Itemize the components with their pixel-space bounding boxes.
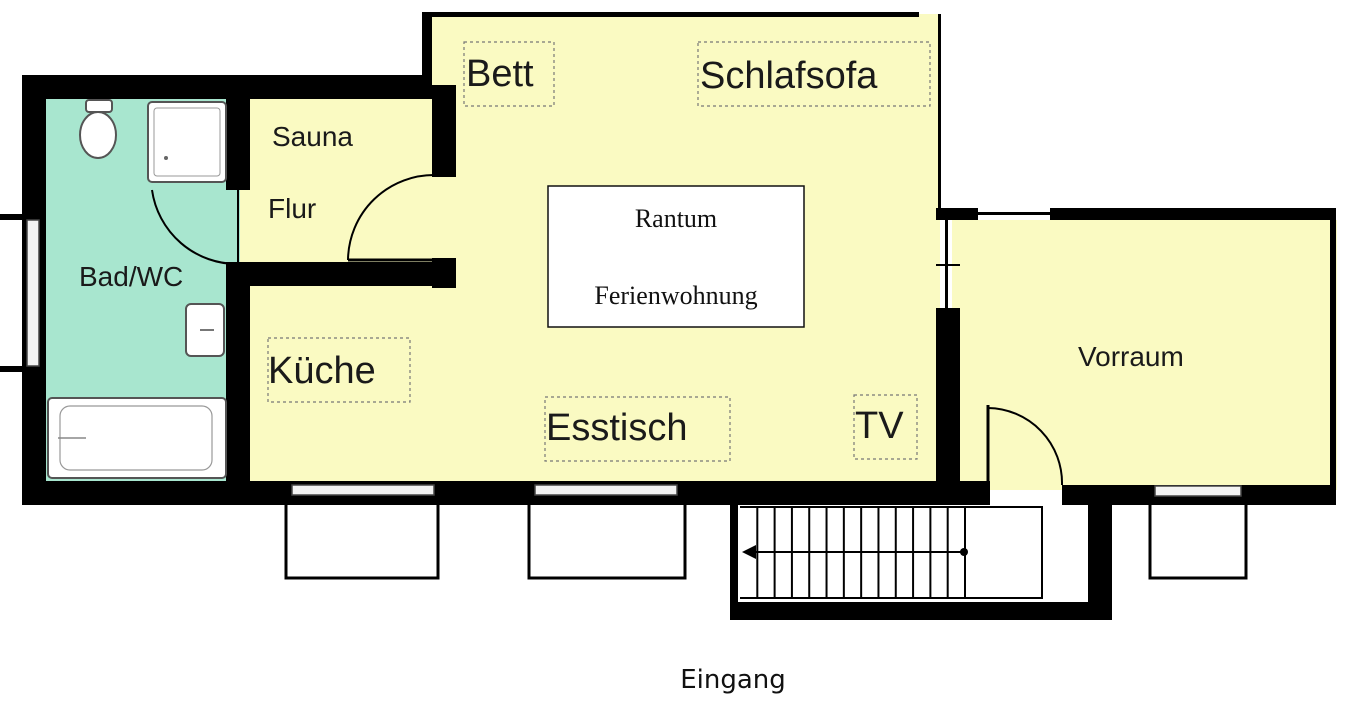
wall	[936, 264, 960, 266]
window	[26, 219, 40, 367]
wall	[1088, 490, 1112, 620]
wall	[730, 602, 1112, 620]
wall	[22, 75, 432, 99]
label-sofa-bed: Schlafsofa	[700, 55, 878, 97]
label-bed: Bett	[466, 53, 534, 95]
label-dining-table: Esstisch	[546, 407, 687, 449]
wall	[730, 505, 738, 620]
wall	[938, 14, 941, 214]
title-line-1: Rantum	[635, 204, 717, 233]
shower-drain	[164, 156, 168, 160]
windows-bottom	[284, 484, 1248, 580]
bed-marker	[463, 41, 555, 107]
wall	[0, 214, 40, 220]
shower-tray	[147, 101, 227, 183]
sauna-hallway-floor	[238, 96, 433, 271]
sofa-bed-marker	[697, 41, 931, 107]
wall	[226, 96, 250, 190]
door-swing	[151, 189, 239, 266]
furniture-markers	[267, 41, 931, 462]
window	[534, 484, 678, 496]
anteroom-floor	[952, 220, 1337, 490]
kitchen-marker	[267, 337, 411, 403]
stairs-arrow-icon	[742, 545, 756, 559]
title-box	[547, 185, 805, 328]
dining-table-marker	[544, 396, 731, 462]
entrance-label: Eingang	[680, 665, 786, 695]
label-anteroom: Vorraum	[1078, 341, 1184, 372]
toilet-bowl	[79, 111, 117, 159]
label-sauna: Sauna	[272, 121, 353, 152]
wall	[1050, 208, 1336, 220]
toilet-tank	[85, 99, 113, 113]
kitchen-floor	[238, 285, 438, 489]
doors	[151, 173, 1064, 488]
wall	[238, 262, 438, 286]
bathroom-fixtures	[47, 99, 227, 479]
door-swing	[347, 173, 437, 261]
stairs-outline	[740, 506, 1043, 599]
title-line-2: Ferienwohnung	[594, 281, 757, 310]
label-hallway: Flur	[268, 193, 316, 224]
stairs	[740, 506, 1043, 599]
wall	[226, 262, 250, 502]
window	[1154, 485, 1242, 497]
wall	[978, 212, 1050, 215]
label-kitchen: Küche	[268, 350, 376, 392]
tv-marker	[853, 394, 918, 460]
balcony-outline	[1148, 505, 1248, 580]
label-tv: TV	[855, 405, 904, 447]
balcony-outline	[284, 505, 440, 580]
wall	[0, 366, 40, 372]
shower-tray-inner	[153, 107, 221, 177]
wall	[422, 12, 432, 97]
wall	[432, 85, 456, 177]
balcony-outline	[527, 505, 687, 580]
stairs-start-dot	[960, 548, 968, 556]
door-swing	[987, 407, 1064, 486]
label-bathroom: Bad/WC	[79, 261, 183, 292]
bathtub	[47, 397, 227, 479]
window	[291, 484, 435, 496]
wall	[936, 308, 960, 493]
wall	[936, 208, 978, 220]
wall	[22, 481, 990, 505]
wall	[422, 12, 919, 17]
wall	[945, 215, 948, 309]
wall	[1330, 208, 1336, 505]
